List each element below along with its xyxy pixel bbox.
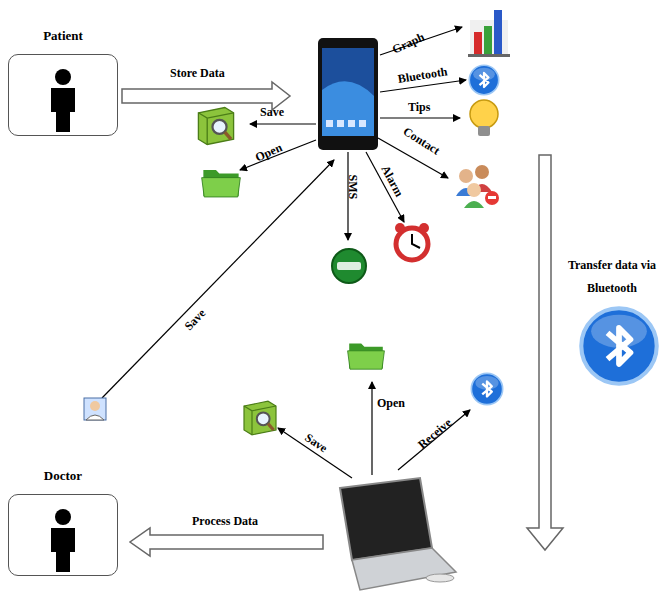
arrow-label: Store Data	[170, 67, 225, 80]
arrow-label: Open	[253, 141, 284, 164]
person-box: Patient	[8, 54, 118, 136]
arrow-label: Graph	[390, 31, 426, 57]
arrow-label: Transfer data via Bluetooth	[562, 254, 662, 300]
arrow-label: Save	[260, 106, 284, 119]
arrow-label: Contact	[401, 125, 442, 158]
node-heading: Patient	[9, 28, 117, 44]
arrow-label: Process Data	[192, 515, 258, 528]
arrow-label: Tips	[408, 101, 430, 114]
arrow-label: SMS	[345, 175, 358, 200]
person-box: Doctor	[8, 494, 118, 576]
arrow-label: Save	[182, 307, 208, 333]
arrow-label: Open	[377, 397, 405, 410]
node-heading: Doctor	[9, 468, 117, 484]
arrow-label: Receive	[416, 416, 455, 451]
arrow-label: Save	[302, 431, 329, 455]
